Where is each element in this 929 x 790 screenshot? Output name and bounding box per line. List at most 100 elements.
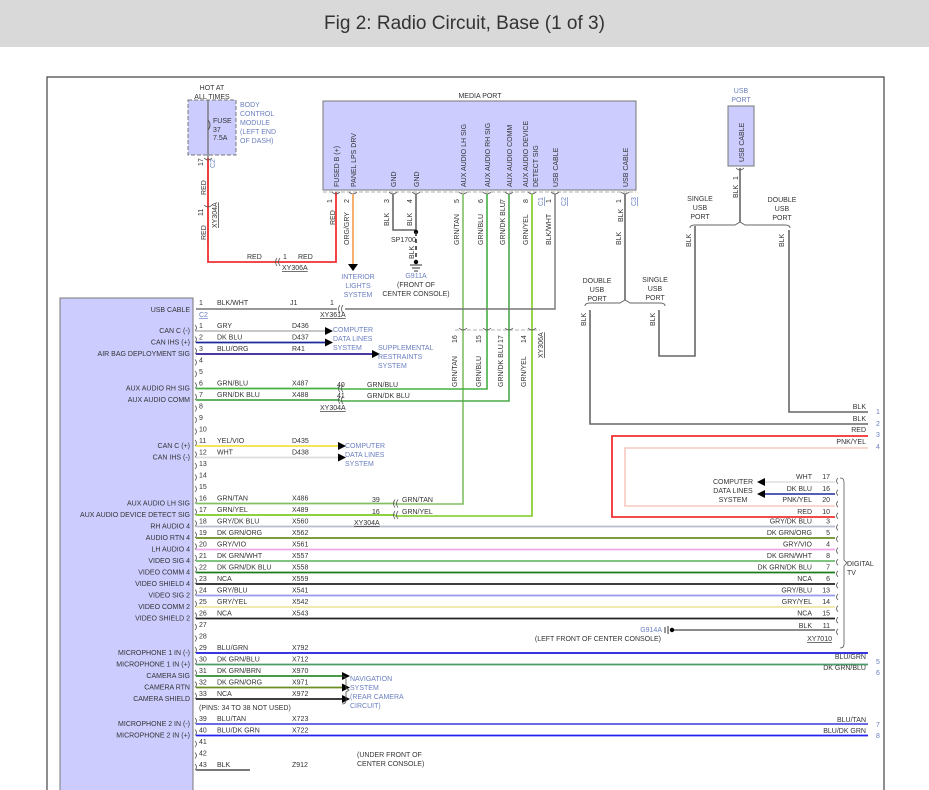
connector-icon	[194, 474, 197, 481]
label: 17	[822, 474, 830, 481]
pin-number: 1	[546, 199, 553, 203]
label: PNK/YEL	[782, 497, 812, 504]
label: SINGLE	[642, 277, 668, 284]
connector-icon	[194, 462, 197, 470]
pin-number: 23	[199, 576, 207, 583]
pin-number: 29	[199, 645, 207, 652]
wire-label: DK GRN/BRN	[217, 668, 261, 675]
offpage-pin-number: 2	[876, 421, 880, 428]
label: GRN/BLU	[367, 382, 398, 389]
wire-label: GRN/DK BLU	[500, 202, 507, 245]
radio-pin-label: CAN C (-)	[159, 328, 190, 335]
connector-icon	[836, 616, 839, 624]
label: DATA LINES	[333, 336, 373, 343]
connector-icon	[482, 327, 492, 331]
wire-label: BLU/GRN	[217, 645, 248, 652]
connector-icon	[836, 628, 839, 636]
bracket	[689, 221, 791, 229]
media-port-box	[322, 100, 637, 191]
pin-number: 30	[199, 657, 207, 664]
label: 4	[826, 542, 830, 549]
radio-pin-label: CAMERA SHIELD	[133, 696, 190, 703]
circuit-id: Z912	[292, 762, 308, 769]
connector-icon	[836, 605, 839, 612]
label: 20	[822, 497, 830, 504]
interior-lights-system: INTERIOR	[341, 274, 374, 281]
radio-pin-label: AUX AUDIO RH SIG	[126, 386, 190, 393]
aux-comm-wire	[340, 194, 510, 402]
offpage-pin-number: 4	[876, 444, 880, 451]
pin-number: 11	[199, 438, 206, 445]
blk-single-wire	[658, 226, 696, 357]
label: C2	[199, 312, 208, 319]
label: 37	[213, 127, 221, 134]
label: BLK	[650, 312, 657, 326]
red-loop-wire	[611, 435, 868, 518]
circuit-id: X543	[292, 611, 308, 618]
radio-pin-label: CAMERA SIG	[146, 673, 190, 680]
connector-icon	[194, 347, 197, 355]
connector-icon	[194, 635, 197, 642]
label: GRN/DK BLU	[498, 344, 505, 387]
media-port-pin-label: USB CABLE	[553, 147, 560, 187]
wire-label: BLK	[384, 212, 391, 226]
label: BLK	[409, 245, 416, 259]
blk-wire-1	[788, 230, 868, 413]
label: (REAR CAMERA	[350, 694, 404, 701]
label: RED	[201, 180, 208, 195]
connector-icon	[194, 589, 197, 596]
label: WHT	[796, 474, 813, 481]
label: DOUBLE	[768, 197, 797, 204]
connector-icon	[331, 191, 341, 195]
label: 41	[337, 393, 345, 400]
pin-number: 18	[199, 519, 207, 526]
media-port-pin-label: PANEL LPS DRV	[351, 133, 358, 187]
radio-pin-label: RH AUDIO 4	[150, 524, 190, 531]
label: GRY/DK BLU	[770, 519, 812, 526]
connector-icon	[194, 543, 197, 550]
label: GRN/TAN	[402, 497, 433, 504]
label: 16	[822, 486, 830, 493]
pin-number: 17	[199, 507, 207, 514]
label: GRN/TAN	[452, 356, 459, 387]
connector-icon	[338, 304, 344, 314]
usb-port-box	[727, 105, 755, 167]
label: BLK	[686, 233, 693, 247]
wire-label: GRN/TAN	[454, 214, 461, 245]
label: CENTER CONSOLE)	[382, 291, 449, 298]
label: DK GRN/WHT	[767, 553, 813, 560]
label: 14	[822, 599, 830, 606]
usb-cable-wire	[345, 194, 556, 310]
connector-icon	[338, 395, 344, 405]
circuit-id: X541	[292, 588, 308, 595]
radio-pin-label: CAMERA RTN	[144, 685, 190, 692]
bcm-name: CONTROL	[240, 111, 274, 118]
label: COMPUTER	[333, 327, 373, 334]
media-port-pin-label: FUSED B (+)	[334, 146, 341, 187]
label: J1	[290, 300, 298, 307]
label: 17	[498, 335, 505, 343]
radio-pin-label: AUX AUDIO DEVICE DETECT SIG	[80, 512, 190, 519]
label: 1	[283, 254, 287, 261]
label: GRN/YEL	[402, 509, 433, 516]
blk-wire-2	[589, 310, 868, 425]
pin-number: 33	[199, 691, 207, 698]
circuit-id: X722	[292, 728, 308, 735]
connector-icon	[194, 566, 197, 573]
wire-label: BLK	[616, 231, 623, 245]
offpage-wire-label: BLU/TAN	[837, 717, 866, 724]
connector-icon	[194, 554, 197, 562]
wire-label: GRN/YEL	[217, 507, 248, 514]
wire-label: BLU/DK GRN	[217, 728, 260, 735]
ground-wire	[392, 194, 416, 231]
label: 16	[372, 509, 380, 516]
label: USB	[648, 286, 663, 293]
connector-icon	[194, 393, 197, 401]
connector-icon	[194, 729, 197, 736]
label: DATA LINES	[345, 452, 385, 459]
label: 6	[826, 576, 830, 583]
arrow-icon	[757, 478, 765, 486]
pin-number: 2	[199, 335, 203, 342]
label: PORT	[772, 215, 792, 222]
